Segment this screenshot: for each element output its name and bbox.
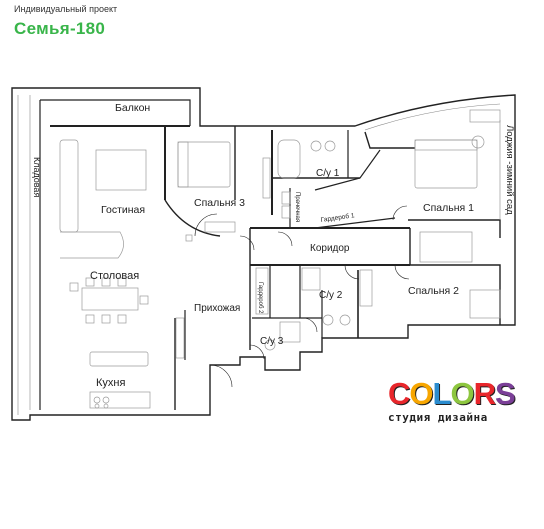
room-label-balcony: Балкон (115, 102, 150, 114)
room-label-dining: Столовая (90, 270, 139, 282)
room-label-laundry: Прачечная (294, 192, 300, 222)
room-label-loggia: Лоджия -зимний сад (504, 125, 515, 215)
room-label-wc1: С/у 1 (316, 168, 340, 179)
room-label-wc3: С/у 3 (260, 336, 284, 347)
project-title: Семья-180 (14, 19, 106, 38)
room-label-living: Гостиная (101, 204, 145, 216)
logo-tagline: студия дизайна (388, 411, 488, 424)
colors-logo: COLORS студия дизайна (388, 376, 516, 424)
logo-letter: O (409, 376, 433, 411)
logo-letter: S (494, 376, 516, 411)
logo-letter: C (388, 376, 410, 411)
room-label-bedroom1: Спальня 1 (423, 202, 474, 214)
logo-letter: O (450, 376, 474, 411)
room-label-wardrobe2: Гардероб 2 (257, 282, 263, 314)
logo-letter: L (432, 376, 452, 411)
project-subtitle: Индивидуальный проект (14, 4, 118, 14)
room-label-bedroom3: Спальня 3 (194, 197, 245, 209)
logo-wordmark: COLORS (388, 376, 516, 411)
room-label-kitchen: Кухня (96, 377, 125, 389)
room-label-bedroom2: Спальня 2 (408, 285, 459, 297)
room-label-corridor: Коридор (310, 243, 350, 254)
room-label-hall: Прихожая (194, 303, 240, 314)
logo-letter: R (473, 376, 496, 411)
room-label-wardrobe1: Гардероб 1 (320, 211, 355, 224)
room-label-storage: Кладовая (32, 157, 42, 197)
room-label-wc2: С/у 2 (319, 290, 343, 301)
